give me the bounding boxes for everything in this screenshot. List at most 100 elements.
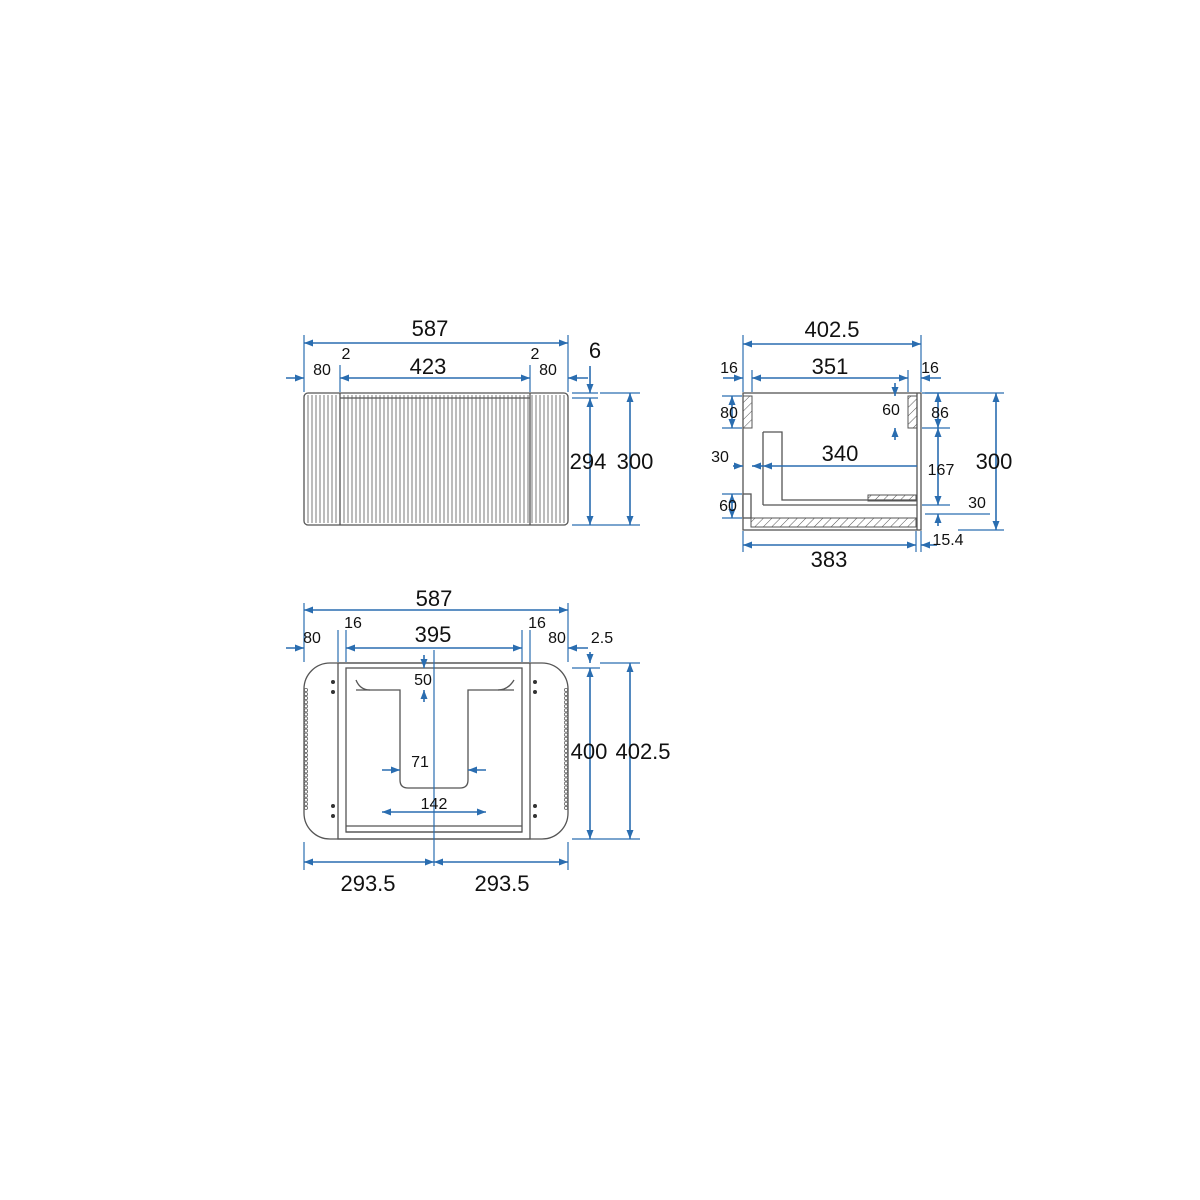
dimension-line bbox=[723, 374, 743, 382]
dimension-line bbox=[382, 766, 400, 774]
dimension-line bbox=[286, 374, 304, 382]
top-flute-mark bbox=[564, 789, 569, 794]
dimension-line bbox=[568, 374, 588, 382]
dimension-line bbox=[934, 393, 942, 428]
dimension-line bbox=[733, 462, 743, 470]
top-overall-width: 587 bbox=[416, 586, 453, 611]
top-flute-mark bbox=[564, 765, 569, 770]
top-flute-mark bbox=[303, 700, 308, 705]
side-overall-depth: 402.5 bbox=[804, 317, 859, 342]
side-rail-60-top: 60 bbox=[882, 402, 900, 419]
top-flute-mark bbox=[564, 753, 569, 758]
front-top-gap: 6 bbox=[589, 338, 601, 363]
front-overall-height: 300 bbox=[617, 449, 654, 474]
top-flute-mark bbox=[303, 724, 308, 729]
side-drawer-height: 167 bbox=[928, 462, 955, 479]
top-flute-mark bbox=[303, 781, 308, 786]
top-panel-right: 16 bbox=[528, 615, 546, 632]
dimension-line bbox=[468, 766, 486, 774]
top-flute-mark bbox=[303, 696, 308, 701]
dimension-line bbox=[304, 858, 434, 866]
top-flute-mark bbox=[303, 793, 308, 798]
top-flute-mark bbox=[303, 712, 308, 717]
dimension-line bbox=[626, 393, 634, 525]
side-bottom-panel bbox=[750, 517, 917, 528]
top-flute-mark bbox=[564, 801, 569, 806]
top-half-left: 293.5 bbox=[340, 871, 395, 896]
dimension-line bbox=[586, 668, 594, 839]
top-flute-mark bbox=[564, 704, 569, 709]
side-back-panel bbox=[907, 395, 918, 429]
top-flute-mark bbox=[303, 801, 308, 806]
dimension-line bbox=[346, 644, 522, 652]
front-side-right: 80 bbox=[539, 362, 557, 379]
side-back-offset: 30 bbox=[711, 449, 729, 466]
top-flute-mark bbox=[564, 805, 569, 810]
top-cutout-outer: 142 bbox=[421, 796, 448, 813]
front-door-height: 294 bbox=[570, 449, 607, 474]
top-flute-mark bbox=[303, 765, 308, 770]
dimension-line bbox=[626, 663, 634, 839]
top-flute-mark bbox=[564, 749, 569, 754]
side-rail-60-bottom: 60 bbox=[719, 498, 737, 515]
dimension-line bbox=[568, 644, 588, 652]
dimension-line bbox=[891, 428, 899, 440]
top-flute-mark bbox=[303, 757, 308, 762]
top-panel-left: 16 bbox=[344, 615, 362, 632]
front-door-width: 423 bbox=[410, 354, 447, 379]
dimension-line bbox=[304, 339, 568, 347]
top-flute-mark bbox=[303, 720, 308, 725]
top-flute-mark bbox=[303, 749, 308, 754]
side-overall-height: 300 bbox=[976, 449, 1013, 474]
top-flute-mark bbox=[303, 708, 308, 713]
top-flute-mark bbox=[564, 740, 569, 745]
top-flute-mark bbox=[564, 777, 569, 782]
top-flute-mark bbox=[303, 769, 308, 774]
dimension-line bbox=[420, 655, 428, 668]
dimension-line bbox=[420, 690, 428, 702]
top-flute-mark bbox=[303, 692, 308, 697]
top-flute-mark bbox=[564, 769, 569, 774]
side-bottom-depth: 383 bbox=[811, 547, 848, 572]
top-screws bbox=[331, 680, 537, 818]
dimension-line bbox=[743, 541, 916, 549]
dimension-line bbox=[586, 652, 594, 663]
top-flute-mark bbox=[303, 753, 308, 758]
side-drawer-depth: 340 bbox=[822, 441, 859, 466]
side-bottom-offset: 15.4 bbox=[932, 532, 963, 549]
top-flute-mark bbox=[303, 732, 308, 737]
side-cabinet-outline bbox=[742, 392, 922, 531]
dimension-line bbox=[891, 383, 899, 396]
top-flute-mark bbox=[303, 789, 308, 794]
dimension-line bbox=[743, 340, 921, 348]
top-flute-mark bbox=[564, 724, 569, 729]
top-flute-mark bbox=[564, 696, 569, 701]
side-left-panel: 16 bbox=[720, 360, 738, 377]
side-view: 402.5 16 351 16 80 60 86 30 340 167 bbox=[711, 317, 1012, 572]
dimension-line bbox=[992, 393, 1000, 530]
top-flute-mark bbox=[564, 761, 569, 766]
side-drawer-bottom bbox=[867, 494, 917, 502]
top-front-gap: 2.5 bbox=[591, 630, 613, 647]
top-flute-mark bbox=[303, 761, 308, 766]
top-flute-mark bbox=[303, 805, 308, 810]
front-flutes bbox=[307, 395, 565, 523]
side-right-panel: 16 bbox=[921, 360, 939, 377]
top-flute-mark bbox=[564, 797, 569, 802]
top-cutout-inner: 71 bbox=[411, 754, 429, 771]
top-flute-mark bbox=[564, 692, 569, 697]
top-flute-mark bbox=[564, 700, 569, 705]
dimension-line bbox=[752, 374, 908, 382]
top-flute-mark bbox=[564, 793, 569, 798]
front-view: 587 80 2 423 2 80 6 294 300 bbox=[286, 316, 654, 526]
top-flute-mark bbox=[564, 773, 569, 778]
top-view: 587 80 16 395 16 80 2.5 50 71 142 400 bbox=[286, 586, 671, 896]
top-flute-mark bbox=[564, 712, 569, 717]
top-flute-mark bbox=[303, 688, 308, 693]
top-flute-mark bbox=[303, 777, 308, 782]
dimension-line bbox=[763, 462, 917, 470]
top-flute-mark bbox=[564, 716, 569, 721]
dimension-line bbox=[434, 858, 568, 866]
dimension-line bbox=[340, 374, 530, 382]
